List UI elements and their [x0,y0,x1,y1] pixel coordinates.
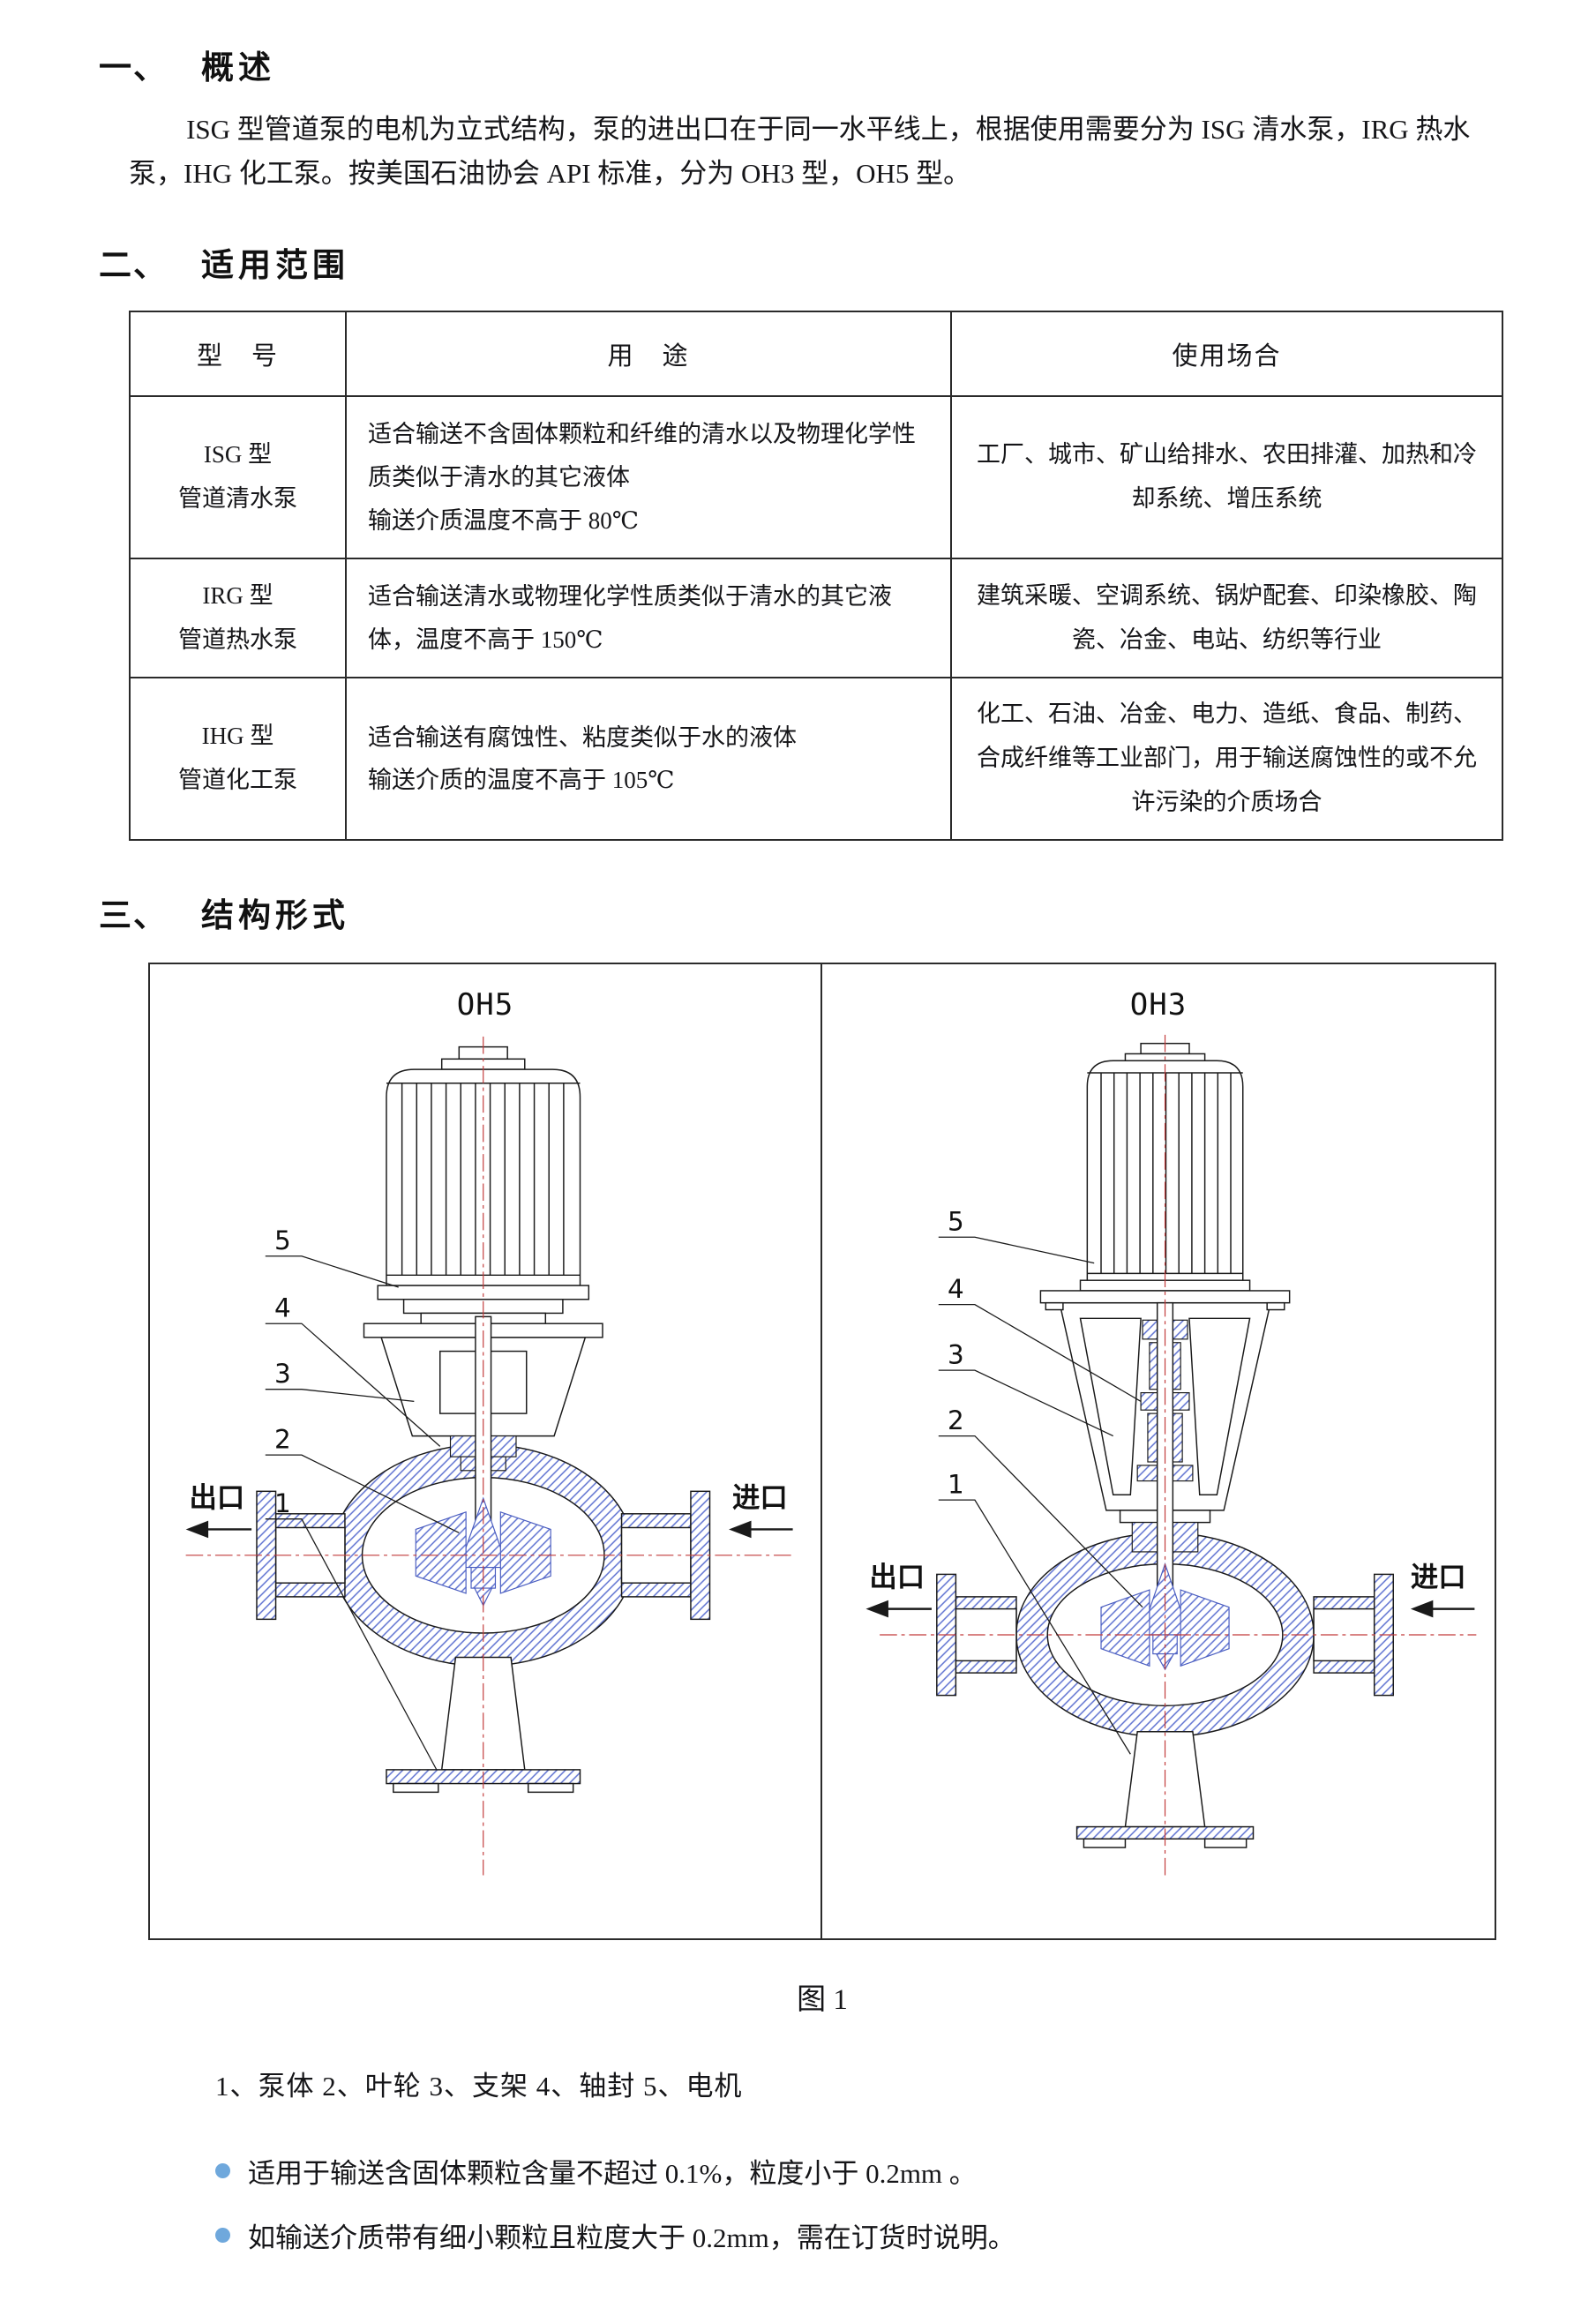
part-leader-lines [938,1236,1143,1755]
section-number: 一、 [99,50,168,86]
outlet-arrow-icon [185,1520,208,1539]
application-table: 型 号 用 途 使用场合 ISG 型 管道清水泵 适合输送不含固体颗粒和纤维的清… [129,311,1503,842]
table-header-row: 型 号 用 途 使用场合 [129,311,1503,398]
note-text: 适用于输送含固体颗粒含量不超过 0.1%，粒度小于 0.2mm 。 [248,2158,977,2190]
figure-caption: 图 1 [797,1984,848,2017]
pump-title-oh5: OH5 [456,987,514,1023]
cell-occasion: 工厂、城市、矿山给排水、农田排灌、加热和冷却系统、增压系统 [950,395,1503,560]
section-number: 三、 [99,898,168,935]
part-leader-lines [265,1255,460,1771]
section-structure-heading: 三、 结构形式 [99,888,1499,936]
section-number: 二、 [99,248,168,285]
impeller [415,1496,551,1607]
cell-model: ISG 型 管道清水泵 [129,395,347,560]
part-number-2: 2 [948,1405,964,1435]
col-header-usage: 用 途 [345,311,952,398]
list-item: 适用于输送含固体颗粒含量不超过 0.1%，粒度小于 0.2mm 。 [215,2151,1499,2191]
section-application-heading: 二、 适用范围 [99,238,1499,286]
section-title: 结构形式 [201,898,349,935]
structure-figure: OH5 [148,963,1496,1941]
table-row: ISG 型 管道清水泵 适合输送不含固体颗粒和纤维的清水以及物理化学性质类似于清… [129,395,1503,560]
motor [1039,1043,1291,1311]
list-item: 如输送介质带有细小颗粒且粒度大于 0.2mm，需在订货时说明。 [215,2215,1499,2255]
outlet-arrow-icon [865,1600,888,1618]
note-text: 如输送介质带有细小颗粒且粒度大于 0.2mm，需在订货时说明。 [248,2222,1015,2254]
outlet-label: 出口 [189,1482,244,1514]
cell-usage: 适合输送不含固体颗粒和纤维的清水以及物理化学性质类似于清水的其它液体 输送介质温… [345,395,952,560]
pump-diagram-oh5-drawing: 5 4 3 2 1 出口 进口 [185,1037,795,1876]
part-number-3: 3 [274,1359,291,1389]
inlet-arrow-icon [728,1520,752,1539]
part-number-4: 4 [274,1293,291,1323]
outlet-label: 出口 [869,1562,925,1593]
inlet-label: 进口 [732,1482,788,1514]
cell-model: IRG 型 管道热水泵 [129,558,347,679]
flow-labels: 出口 进口 [185,1482,793,1539]
pump-diagram-oh3-drawing: 5 4 3 2 1 出口 进口 [865,1035,1477,1876]
inlet-arrow-icon [1410,1600,1434,1618]
impeller [1100,1562,1230,1671]
section-title: 适用范围 [201,248,349,285]
part-number-5: 5 [274,1225,291,1255]
overview-paragraph: ISG 型管道泵的电机为立式结构，泵的进出口在于同一水平线上，根据使用需要分为 … [129,114,1471,190]
pump-title-oh3: OH3 [1129,987,1188,1023]
bullet-icon [215,2228,230,2244]
part-number-1: 1 [274,1488,291,1518]
part-number-5: 5 [948,1207,964,1237]
table-row: IRG 型 管道热水泵 适合输送清水或物理化学性质类似于清水的其它液体，温度不高… [129,558,1503,679]
notes-list: 适用于输送含固体颗粒含量不超过 0.1%，粒度小于 0.2mm 。 如输送介质带… [215,2151,1499,2255]
figure-half-oh5: OH5 [150,964,822,1939]
bullet-icon [215,2163,230,2179]
figure-legend: 1、泵体 2、叶轮 3、支架 4、轴封 5、电机 [215,2071,743,2102]
part-numbers: 5 4 3 2 1 [948,1207,964,1500]
part-numbers: 5 4 3 2 1 [274,1225,291,1518]
cell-usage: 适合输送有腐蚀性、粘度类似于水的液体 输送介质的温度不高于 105℃ [345,677,952,842]
figure-half-oh3: OH3 [822,964,1495,1938]
flow-labels: 出口 进口 [865,1562,1475,1618]
inlet-label: 进口 [1411,1562,1466,1593]
cell-occasion: 化工、石油、冶金、电力、造纸、食品、制药、合成纤维等工业部门，用于输送腐蚀性的或… [950,677,1503,842]
part-number-2: 2 [274,1425,291,1455]
part-number-1: 1 [948,1469,964,1499]
cell-usage: 适合输送清水或物理化学性质类似于清水的其它液体，温度不高于 150℃ [345,558,952,679]
part-number-4: 4 [948,1274,964,1304]
part-number-3: 3 [948,1339,964,1369]
table-row: IHG 型 管道化工泵 适合输送有腐蚀性、粘度类似于水的液体 输送介质的温度不高… [129,677,1503,842]
section-overview-heading: 一、 概述 [99,41,1499,88]
col-header-occasion: 使用场合 [950,311,1503,398]
col-header-model: 型 号 [129,311,347,398]
cell-occasion: 建筑采暖、空调系统、锅炉配套、印染橡胶、陶瓷、冶金、电站、纺织等行业 [950,558,1503,679]
section-title: 概述 [201,50,275,86]
cell-model: IHG 型 管道化工泵 [129,677,347,842]
